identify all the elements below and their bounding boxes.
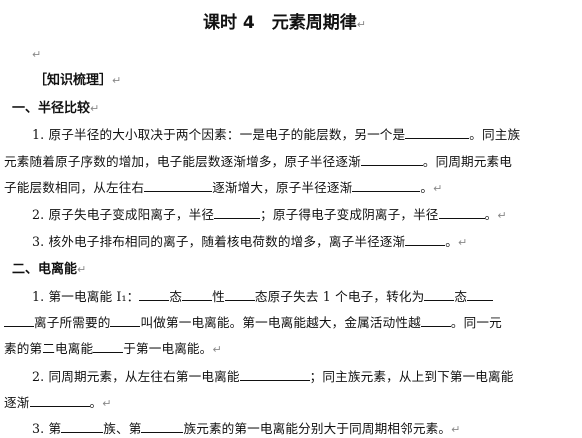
text: 子能层数相同，从左往右	[4, 180, 145, 195]
para6: 3. 第 族、第 族元素的第一电离能分别大于同周期相邻元素。↵	[32, 418, 460, 437]
blank	[352, 180, 421, 192]
text: 。	[89, 395, 103, 410]
text: 。同一元	[450, 315, 502, 330]
blank	[239, 369, 310, 381]
blank	[420, 315, 451, 327]
paragraph-mark: ↵	[451, 423, 461, 436]
blank	[224, 289, 255, 301]
paragraph-mark: ↵	[112, 74, 122, 87]
text: 元素随着原子序数的增加，电子能层数逐渐增多，原子半径逐渐	[4, 154, 361, 169]
blank	[29, 395, 90, 407]
text: 。	[445, 234, 459, 249]
blank	[214, 207, 261, 219]
para4-line2: 离子所需要的 叫做第一电离能。第一电离能越大，金属活动性越 。同一元	[4, 312, 502, 331]
para4-line1: 1. 第一电离能 I₁： 态 性 态原子失去 1 个电子，转化为 态	[32, 286, 494, 305]
para5-line1: 2. 同周期元素，从左往右第一电离能 ；同主族元素，从上到下第一电离能	[32, 366, 514, 385]
text: ；原子得电子变成阴离子，半径	[260, 207, 439, 222]
paragraph-mark: ↵	[90, 102, 100, 115]
blank	[61, 421, 104, 433]
para2: 2. 原子失电子变成阳离子，半径 ；原子得电子变成阴离子，半径 。↵	[32, 204, 507, 223]
text: 性	[212, 289, 225, 304]
paragraph-mark: ↵	[458, 236, 468, 249]
text: 逐渐增大，原子半径逐渐	[212, 180, 353, 195]
text: 于第一电离能。	[123, 341, 213, 356]
para1-line1: 1. 原子半径的大小取决于两个因素：一是电子的能层数，另一个是 。同主族	[32, 124, 520, 143]
paragraph-mark: ↵	[32, 48, 42, 61]
heading-ionization: 二、电离能↵	[12, 258, 86, 277]
blank	[110, 315, 141, 327]
text: 1. 第一电离能 I₁：	[32, 289, 140, 304]
paragraph-mark: ↵	[102, 397, 112, 410]
blank	[139, 289, 170, 301]
blank	[144, 180, 213, 192]
text: 3. 核外电子排布相同的离子，随着核电荷数的增多，离子半径逐渐	[32, 234, 406, 249]
section-heading-knowledge: ［知识梳理］↵	[34, 69, 121, 88]
text: 3. 第	[32, 421, 62, 436]
blank	[141, 421, 184, 433]
text: 逐渐	[4, 395, 30, 410]
blank	[438, 207, 485, 219]
text: 。	[420, 180, 434, 195]
text: 素的第二电离能	[4, 341, 94, 356]
blank	[182, 289, 213, 301]
heading-radius: 一、半径比较↵	[12, 97, 99, 116]
blank	[93, 341, 124, 353]
text: 态原子失去 1 个电子，转化为	[254, 289, 425, 304]
paragraph-mark: ↵	[212, 343, 222, 356]
text: 2. 同周期元素，从左往右第一电离能	[32, 369, 240, 384]
text: 族、第	[103, 421, 142, 436]
empty-line: ↵	[32, 43, 41, 62]
text: 离子所需要的	[34, 315, 111, 330]
text: 态	[454, 289, 468, 304]
blank	[4, 315, 34, 327]
para5-line2: 逐渐 。↵	[4, 392, 112, 411]
text: ；同主族元素，从上到下第一电离能	[309, 369, 514, 384]
text: 2. 原子失电子变成阳离子，半径	[32, 207, 215, 222]
para1-line2: 元素随着原子序数的增加，电子能层数逐渐增多，原子半径逐渐 。同周期元素电	[4, 151, 512, 170]
blank	[405, 234, 446, 246]
para4-line3: 素的第二电离能 于第一电离能。↵	[4, 338, 222, 357]
paragraph-mark: ↵	[497, 209, 507, 222]
text: 1. 原子半径的大小取决于两个因素：一是电子的能层数，另一个是	[32, 127, 406, 142]
para1-line3: 子能层数相同，从左往右 逐渐增大，原子半径逐渐 。↵	[4, 177, 443, 196]
blank	[405, 127, 470, 139]
blank	[467, 289, 494, 301]
text: 。	[484, 207, 498, 222]
text: 。同周期元素电	[422, 154, 513, 169]
text: 态	[169, 289, 183, 304]
heading-text: 一、半径比较	[12, 101, 91, 116]
blank	[360, 154, 423, 166]
paragraph-mark: ↵	[433, 182, 443, 195]
paragraph-mark: ↵	[356, 18, 366, 31]
title-row: 课时 4 元素周期律↵	[203, 8, 366, 33]
section-heading-text: ［知识梳理］	[34, 73, 113, 88]
text: 。同主族	[469, 127, 521, 142]
heading-text: 二、电离能	[12, 262, 78, 277]
paragraph-mark: ↵	[77, 263, 87, 276]
text: 族元素的第一电离能分别大于同周期相邻元素。	[183, 421, 452, 436]
text: 叫做第一电离能。第一电离能越大，金属活动性越	[140, 315, 421, 330]
page-title: 课时 4 元素周期律	[203, 13, 357, 33]
para3: 3. 核外电子排布相同的离子，随着核电荷数的增多，离子半径逐渐 。↵	[32, 231, 467, 250]
blank	[424, 289, 455, 301]
